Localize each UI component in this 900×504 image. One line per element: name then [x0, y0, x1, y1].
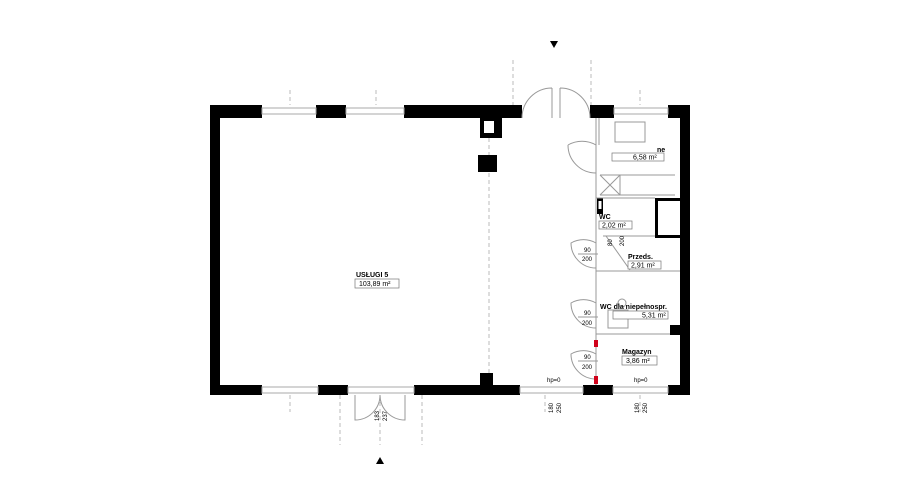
guide-lines	[289, 60, 641, 445]
room-label-uslugi: USŁUGI 5 103,89 m²	[354, 272, 400, 289]
walls	[210, 105, 690, 395]
svg-text:Przeds.: Przeds.	[628, 254, 653, 261]
svg-text:80: 80	[608, 239, 614, 246]
svg-text:WC: WC	[599, 214, 611, 221]
svg-text:250: 250	[643, 402, 649, 413]
svg-text:90: 90	[584, 355, 591, 361]
svg-text:5,31 m²: 5,31 m²	[642, 313, 666, 320]
room-label-wc-accessible: WC dla niepełnospr. 5,31 m²	[600, 304, 669, 320]
svg-text:180: 180	[549, 402, 555, 413]
room-label-kitchen: ne 6,58 m²	[611, 147, 665, 162]
svg-text:250: 250	[557, 402, 563, 413]
svg-text:USŁUGI 5: USŁUGI 5	[356, 272, 388, 279]
svg-text:2,91 m²: 2,91 m²	[631, 263, 655, 270]
door-dimension-entrance: 183 237	[375, 410, 389, 421]
entrance-arrow-top-icon	[550, 41, 558, 48]
door-dimension-90-200: 90 200	[578, 248, 598, 263]
svg-text:WC dla niepełnospr.: WC dla niepełnospr.	[600, 304, 667, 311]
svg-text:ne: ne	[657, 147, 665, 154]
svg-text:200: 200	[582, 321, 593, 327]
entrance-arrow-bottom-icon	[376, 457, 384, 464]
windows	[261, 107, 669, 394]
door-marker-red	[594, 376, 598, 384]
room-label-wc: WC 2,02 m²	[598, 214, 633, 230]
svg-text:Magazyn: Magazyn	[622, 349, 652, 356]
svg-text:180: 180	[635, 402, 641, 413]
door-dimension-80-200: 80 200	[608, 235, 626, 246]
room-label-magazyn: Magazyn 3,86 m²	[621, 349, 658, 366]
svg-text:183: 183	[375, 410, 381, 421]
svg-text:2,02 m²: 2,02 m²	[602, 223, 626, 230]
door-marker-red	[594, 340, 598, 347]
svg-text:200: 200	[582, 365, 593, 371]
door-swings	[354, 87, 631, 421]
svg-text:200: 200	[582, 257, 593, 263]
svg-text:237: 237	[383, 410, 389, 421]
door-dimension-90-200: 90 200	[578, 355, 598, 371]
room-label-przeds: Przeds. 2,91 m²	[627, 254, 662, 270]
svg-text:6,58 m²: 6,58 m²	[633, 155, 657, 162]
threshold-label: hp=0	[634, 378, 648, 384]
window-dimension: 180 250	[635, 402, 649, 413]
threshold-label: hp=0	[547, 378, 561, 384]
svg-text:90: 90	[584, 311, 591, 317]
svg-text:90: 90	[584, 248, 591, 254]
window-dimension: 180 250	[549, 402, 563, 413]
svg-text:3,86 m²: 3,86 m²	[626, 358, 650, 365]
svg-text:200: 200	[620, 235, 626, 246]
svg-text:103,89 m²: 103,89 m²	[359, 281, 391, 288]
door-dimension-90-200: 90 200	[578, 311, 598, 327]
